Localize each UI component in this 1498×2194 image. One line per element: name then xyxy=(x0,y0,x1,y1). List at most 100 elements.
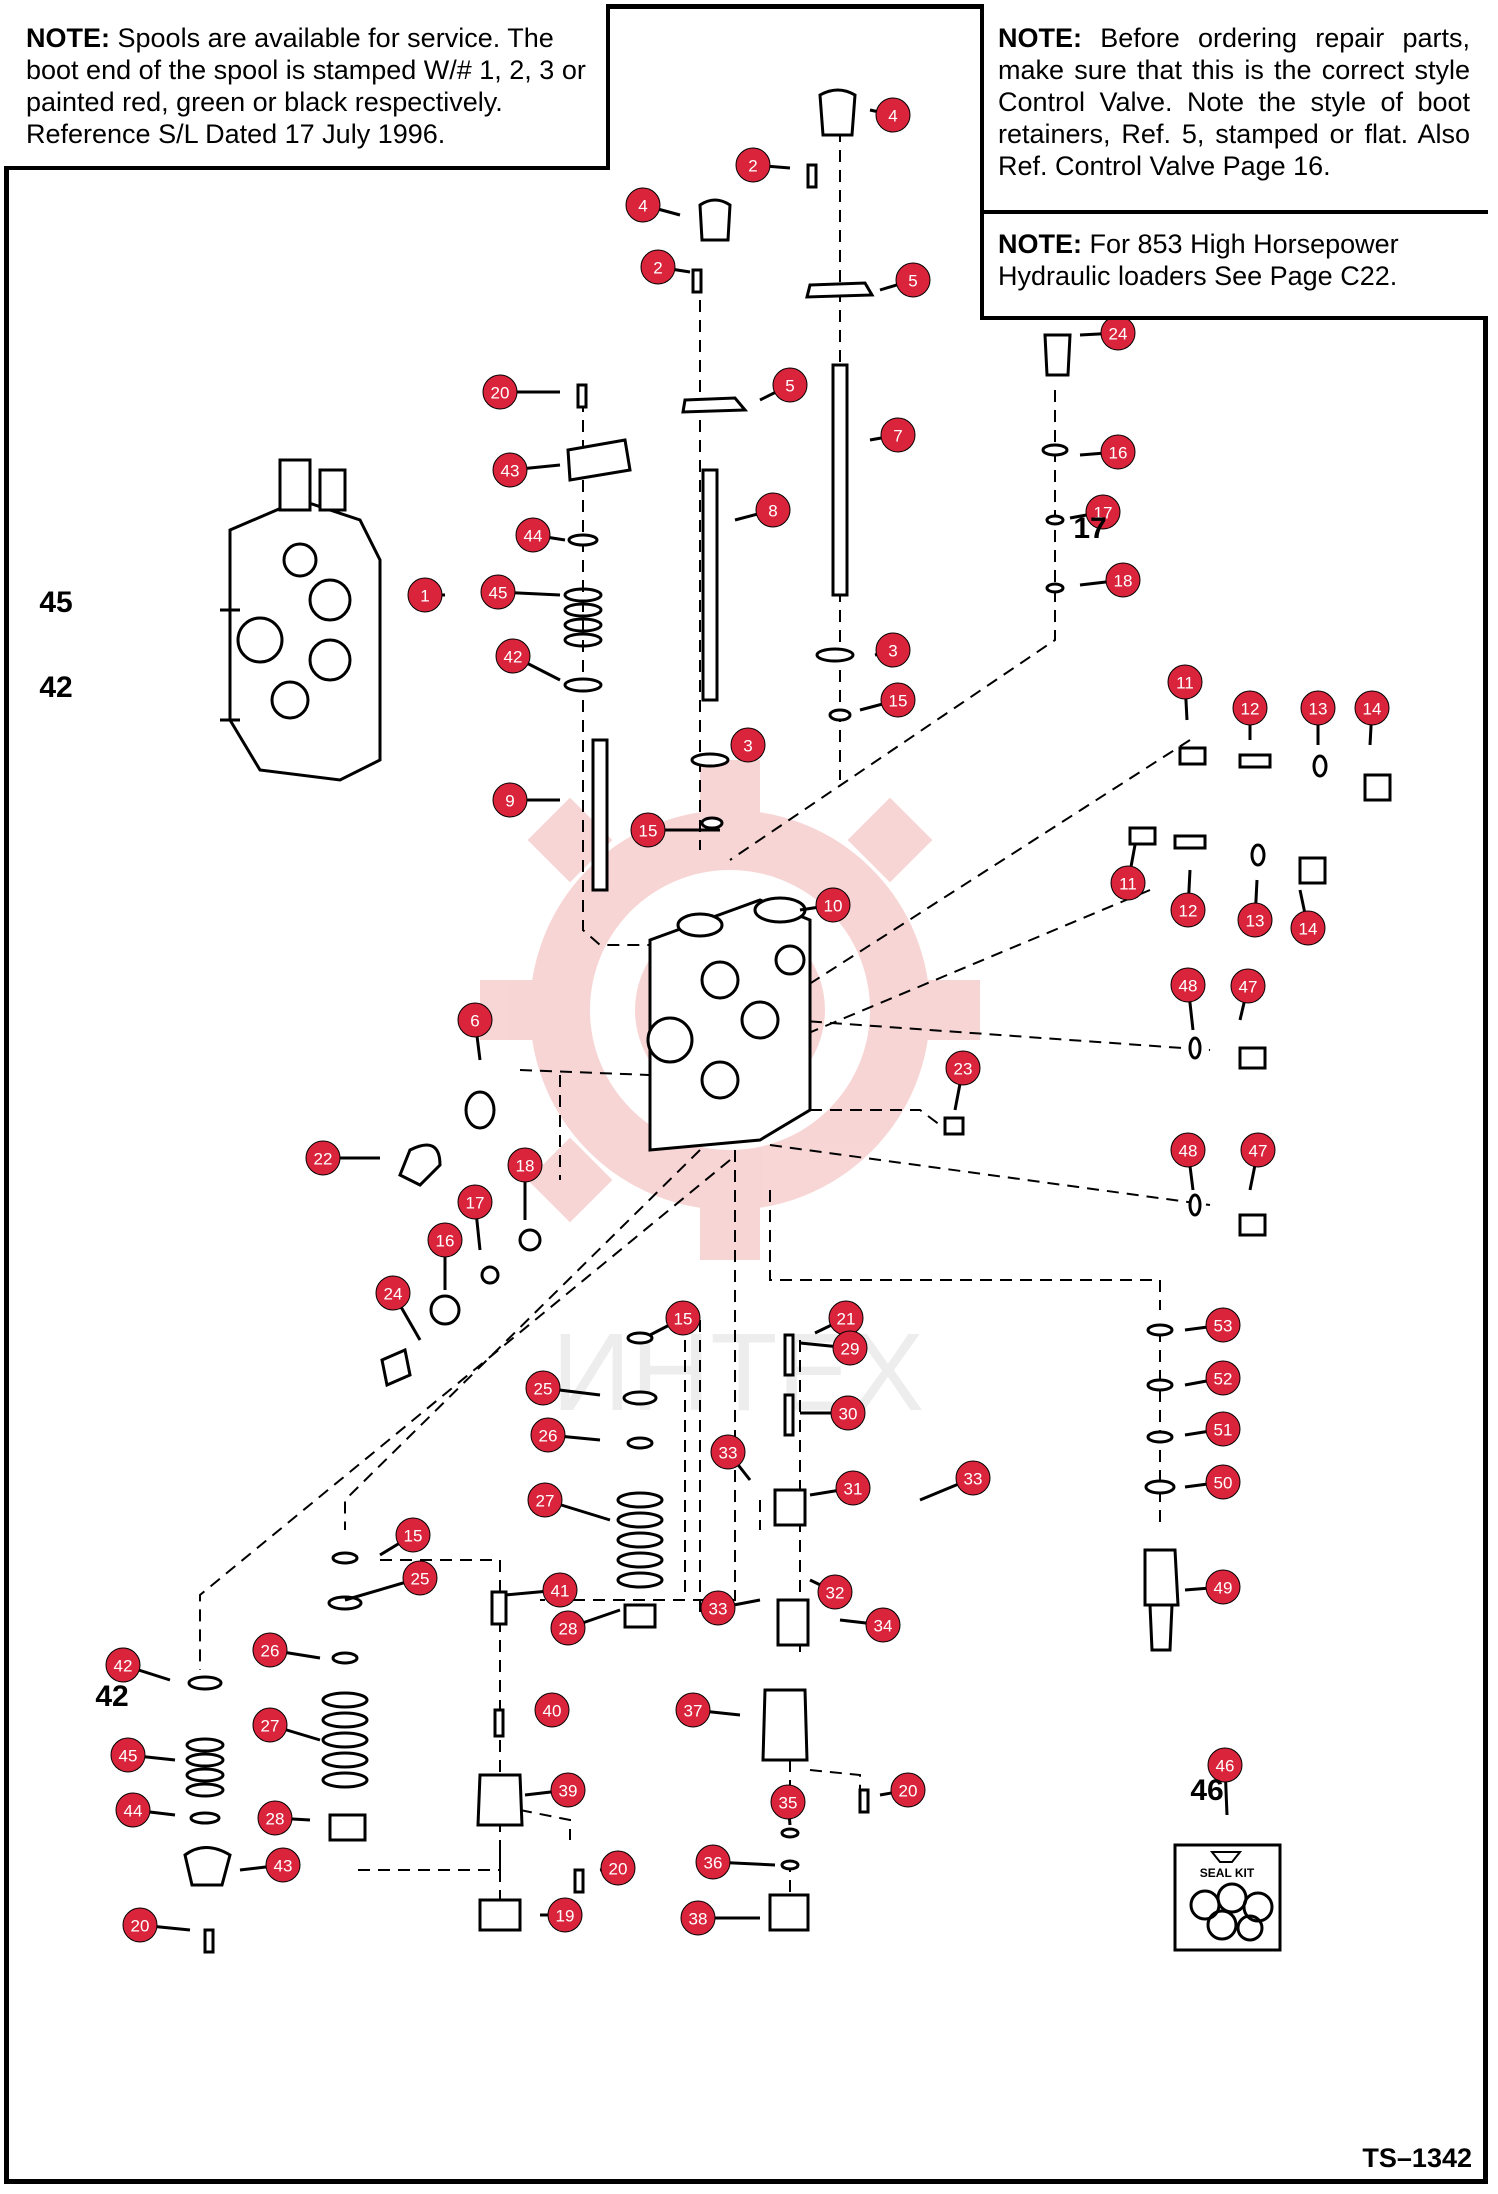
spring-27a xyxy=(616,1491,664,1589)
callout-number-13: 13 xyxy=(1246,912,1265,931)
callout-balloon-3 xyxy=(875,632,911,668)
callout-balloon-33 xyxy=(710,1434,746,1470)
callout-number-45: 45 xyxy=(489,584,508,603)
callout-number-25: 25 xyxy=(411,1570,430,1589)
washer-25a xyxy=(622,1390,658,1406)
spool-9 xyxy=(591,738,609,892)
seal-15b xyxy=(828,708,852,722)
oring-16a xyxy=(1041,443,1069,457)
callout-number-43: 43 xyxy=(274,1857,293,1876)
valve-body xyxy=(646,896,812,1152)
parts xyxy=(183,88,1392,1954)
callout-number-15: 15 xyxy=(404,1527,423,1546)
callout-balloon-33 xyxy=(700,1590,736,1626)
callout-number-11: 11 xyxy=(1176,674,1194,693)
callout-number-26: 26 xyxy=(261,1642,280,1661)
spring-12b xyxy=(1173,834,1207,850)
callout-balloon-13 xyxy=(1237,902,1273,938)
callout-balloon-20 xyxy=(890,1772,926,1808)
callout-number-7: 7 xyxy=(893,427,902,446)
callout-number-23: 23 xyxy=(954,1060,973,1079)
callout-balloon-18 xyxy=(507,1147,543,1183)
bolt-20d xyxy=(203,1928,215,1954)
callout-balloon-44 xyxy=(515,517,551,553)
part-label-42: 42 xyxy=(95,1680,128,1713)
callout-balloons: 1223344556789101111121213131414151515151… xyxy=(105,97,1390,1943)
cap-38 xyxy=(768,1893,810,1932)
callout-number-47: 47 xyxy=(1249,1142,1268,1161)
callout-balloon-31 xyxy=(835,1470,871,1506)
callout-number-53: 53 xyxy=(1214,1317,1233,1336)
callout-balloon-4 xyxy=(625,187,661,223)
callout-number-42: 42 xyxy=(114,1657,133,1676)
callout-balloon-43 xyxy=(265,1847,301,1883)
oring-16b xyxy=(429,1294,461,1326)
washer-26b xyxy=(331,1651,359,1665)
callout-balloon-43 xyxy=(492,452,528,488)
callout-balloon-40 xyxy=(534,1692,570,1728)
callout-balloon-10 xyxy=(815,887,851,923)
callout-balloon-35 xyxy=(770,1784,806,1820)
check-23 xyxy=(943,1116,965,1136)
callout-balloon-52 xyxy=(1205,1360,1241,1396)
housing-39 xyxy=(476,1773,524,1827)
ordering-note-heading: NOTE: xyxy=(998,23,1082,53)
callout-balloon-25 xyxy=(402,1560,438,1596)
callout-number-42: 42 xyxy=(504,648,523,667)
callout-balloon-7 xyxy=(880,417,916,453)
callout-balloon-25 xyxy=(525,1370,561,1406)
cap-43b xyxy=(183,1846,232,1887)
seal-kit-label: SEAL KIT xyxy=(1200,1866,1255,1880)
callout-number-39: 39 xyxy=(559,1782,578,1801)
oring-13b xyxy=(1250,843,1266,867)
callout-number-30: 30 xyxy=(839,1405,858,1424)
callout-number-14: 14 xyxy=(1363,700,1382,719)
callout-number-27: 27 xyxy=(536,1492,555,1511)
callout-number-33: 33 xyxy=(964,1470,983,1489)
retainer-5a xyxy=(681,396,749,414)
oring-18b xyxy=(518,1228,542,1252)
callout-number-46: 46 xyxy=(1216,1757,1235,1776)
poppet-11b xyxy=(1128,826,1157,846)
callout-number-21: 21 xyxy=(837,1310,856,1329)
callout-number-3: 3 xyxy=(743,737,752,756)
callout-number-24: 24 xyxy=(384,1285,403,1304)
oring-50 xyxy=(1144,1479,1176,1495)
boot-4b xyxy=(818,88,857,137)
ordering-note-text: Before ordering repair parts, make sure … xyxy=(998,23,1470,181)
housing-37 xyxy=(761,1688,809,1762)
callout-balloon-15 xyxy=(665,1300,701,1336)
plug-14b xyxy=(1298,856,1327,885)
callout-number-28: 28 xyxy=(559,1620,578,1639)
control-valve-assembly xyxy=(220,458,382,782)
callout-number-15: 15 xyxy=(889,692,908,711)
callout-number-3: 3 xyxy=(888,642,897,661)
plug-24b xyxy=(380,1347,412,1388)
callout-number-38: 38 xyxy=(689,1910,708,1929)
callout-balloon-16 xyxy=(1100,434,1136,470)
watermark-text: ИНТЕХ xyxy=(552,1311,924,1434)
callout-balloon-5 xyxy=(895,262,931,298)
callout-number-31: 31 xyxy=(844,1480,863,1499)
part-label-17: 17 xyxy=(1073,512,1106,545)
plug-47a xyxy=(1238,1046,1267,1070)
callout-balloon-34 xyxy=(865,1607,901,1643)
service-note-text: Spools are available for service. The bo… xyxy=(26,23,586,149)
callout-number-16: 16 xyxy=(436,1232,455,1251)
callout-balloon-15 xyxy=(395,1517,431,1553)
callout-balloon-22 xyxy=(305,1140,341,1176)
callout-balloon-24 xyxy=(375,1275,411,1311)
cap-28a xyxy=(623,1603,657,1629)
callout-number-52: 52 xyxy=(1214,1370,1233,1389)
callout-balloon-18 xyxy=(1105,562,1141,598)
callout-balloon-11 xyxy=(1110,865,1146,901)
spring-12a xyxy=(1238,753,1272,769)
callout-number-43: 43 xyxy=(501,462,520,481)
callout-balloon-2 xyxy=(735,147,771,183)
callout-number-29: 29 xyxy=(841,1340,860,1359)
service-note-heading: NOTE: xyxy=(26,23,110,53)
cap-43a xyxy=(566,438,632,482)
high-horsepower-note-heading: NOTE: xyxy=(998,229,1082,259)
callout-balloon-37 xyxy=(675,1692,711,1728)
callout-number-4: 4 xyxy=(888,107,897,126)
